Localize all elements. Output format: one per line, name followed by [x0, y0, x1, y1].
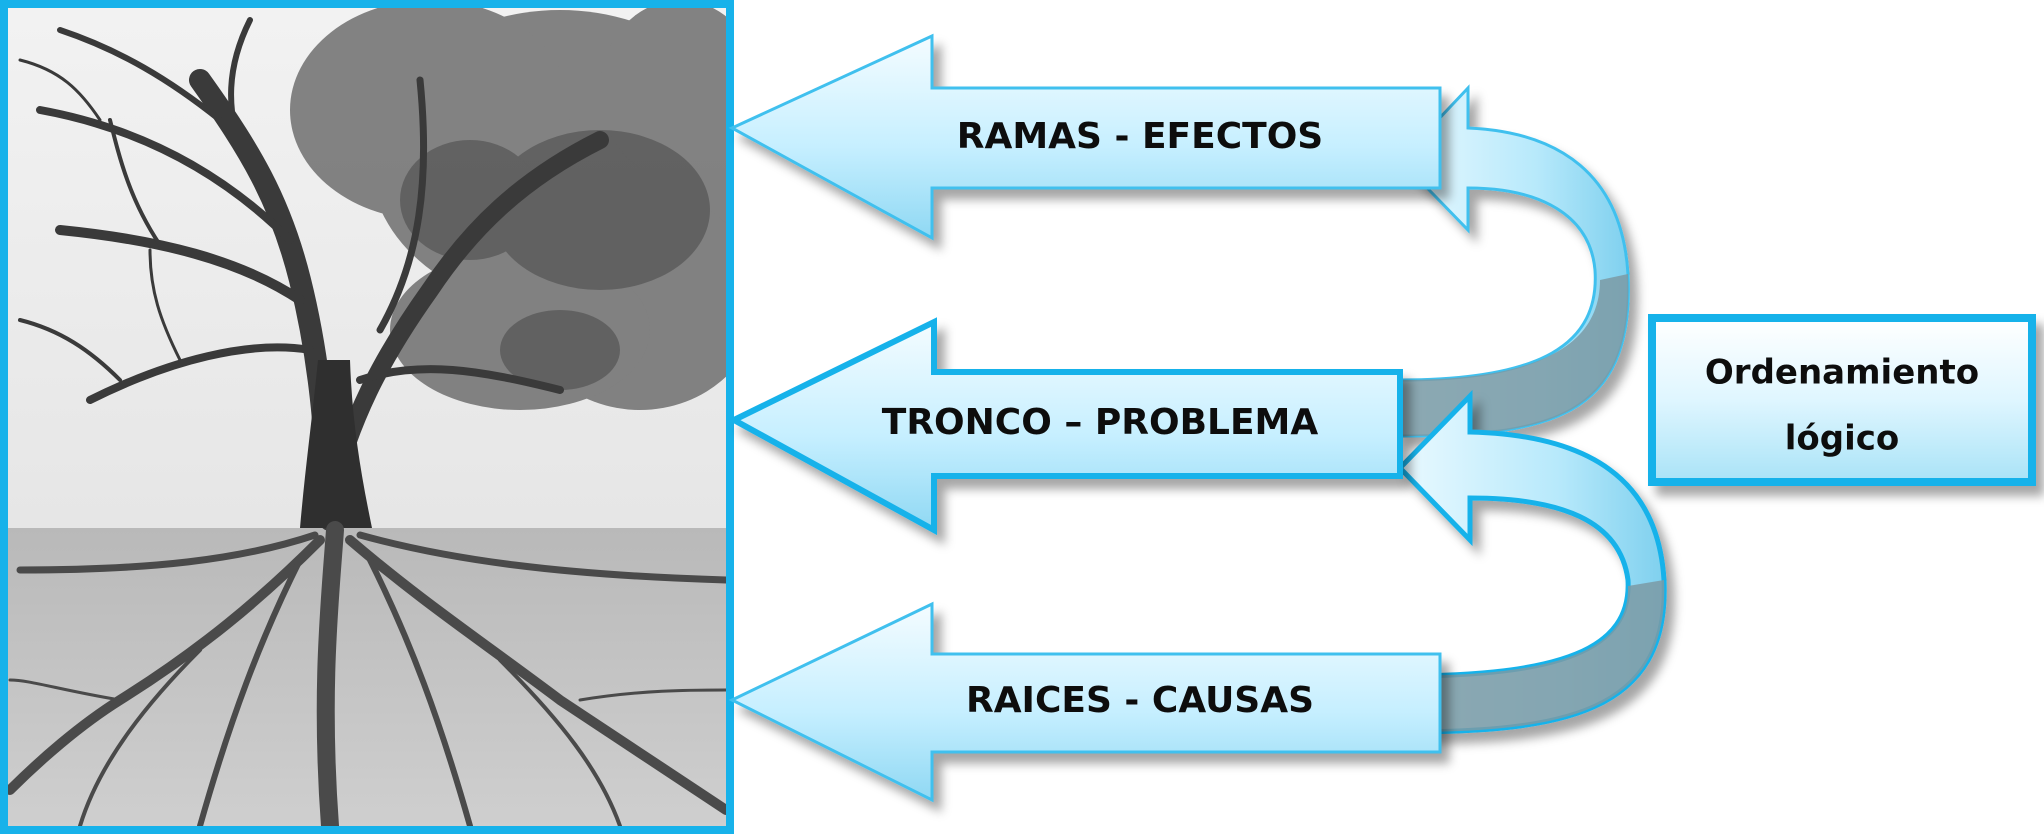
curved-arrow-lower	[1396, 389, 1667, 735]
tree-image	[8, 8, 726, 826]
arrow-raices-causas: RAICES - CAUSAS	[728, 601, 1442, 803]
arrow-ramas-efectos: RAMAS - EFECTOS	[728, 33, 1442, 241]
arrow-raices-label: RAICES - CAUSAS	[966, 680, 1314, 721]
box-line-2: lógico	[1785, 419, 1900, 459]
curved-arrow-upper	[1397, 84, 1630, 438]
tree-frame	[0, 0, 734, 834]
ordenamiento-logico-box: Ordenamiento lógico	[1648, 314, 2036, 486]
box-line-1: Ordenamiento	[1705, 353, 1979, 393]
arrow-ramas-label: RAMAS - EFECTOS	[957, 116, 1324, 157]
arrow-tronco-label: TRONCO – PROBLEMA	[882, 402, 1319, 443]
arrow-tronco-problema: TRONCO – PROBLEMA	[727, 317, 1403, 536]
